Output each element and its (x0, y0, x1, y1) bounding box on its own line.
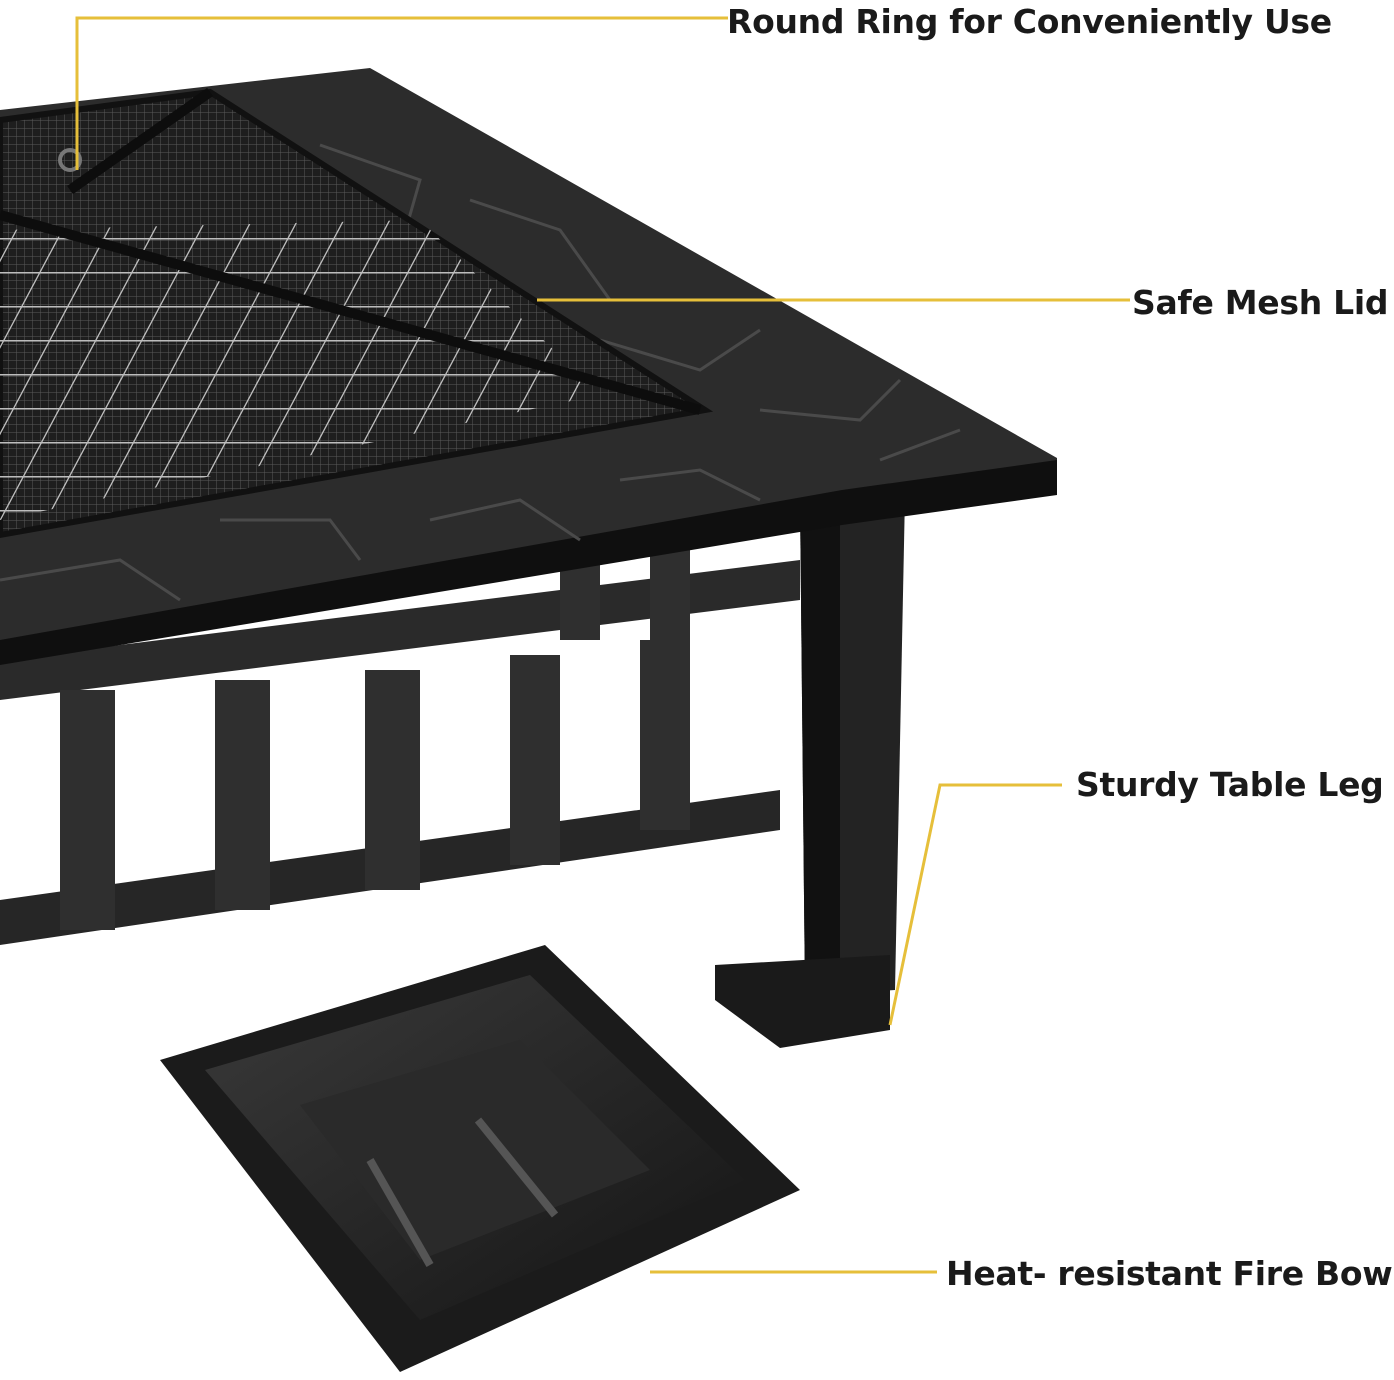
table-frame (0, 495, 905, 1048)
callout-label-ring: Round Ring for Conveniently Use (727, 2, 1332, 41)
callout-line-leg (888, 783, 1062, 1026)
leg-foot (715, 955, 890, 1048)
callout-label-bowl: Heat- resistant Fire Bowl (946, 1254, 1394, 1293)
callout-line-ring (75, 16, 728, 170)
ring-handle (58, 148, 82, 172)
fire-bowl (160, 945, 800, 1372)
mesh-lid (0, 87, 714, 539)
callout-label-leg: Sturdy Table Leg (1076, 765, 1384, 804)
callout-label-lid: Safe Mesh Lid (1132, 283, 1389, 322)
